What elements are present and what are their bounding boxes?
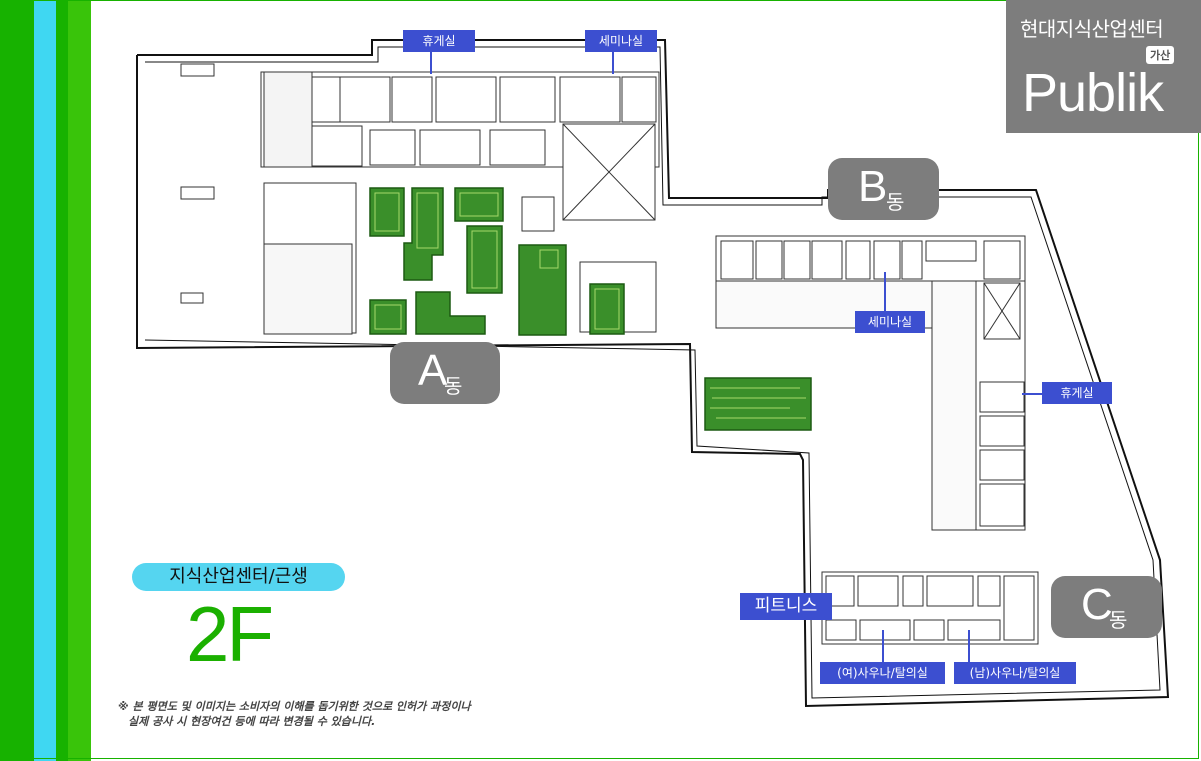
building-a-suffix: 동	[444, 374, 463, 398]
stripe-cyan	[34, 0, 56, 761]
leader-c-male-sauna	[968, 630, 970, 662]
disclaimer-line-1: ※ 본 평면도 및 이미지는 소비자의 이해를 돕기위한 것으로 인허가 과정이…	[118, 700, 471, 713]
label-c-male-sauna: (남)사우나/탈의실	[954, 662, 1076, 684]
label-b-seminar: 세미나실	[855, 311, 925, 333]
label-a-lounge: 휴게실	[403, 30, 475, 52]
leader-b-seminar	[884, 272, 886, 311]
garden-pattern	[374, 192, 620, 330]
building-b-plan	[715, 235, 1026, 531]
leader-b-lounge	[1022, 393, 1042, 395]
brand-box	[1006, 0, 1201, 133]
label-c-female-sauna: (여)사우나/탈의실	[820, 662, 945, 684]
building-b-badge: B 동	[828, 158, 939, 220]
brand-logo: Publik	[1022, 63, 1164, 123]
building-c-letter: C	[1081, 580, 1113, 629]
parking-icons	[180, 63, 215, 304]
middle-garden	[704, 377, 812, 431]
stripe-lime	[68, 0, 91, 761]
leader-a-seminar	[612, 52, 614, 74]
usage-label: 지식산업센터/근생	[132, 563, 345, 591]
label-b-lounge: 휴게실	[1042, 382, 1112, 404]
building-b-letter: B	[858, 162, 888, 211]
brand-title: 현대지식산업센터	[1020, 17, 1164, 41]
label-c-fitness: 피트니스	[740, 593, 832, 620]
disclaimer-line-2: 실제 공사 시 현장여건 등에 따라 변경될 수 있습니다.	[128, 715, 376, 728]
building-c-suffix: 동	[1109, 608, 1128, 632]
stripe-green-1	[0, 0, 34, 761]
building-a-plan	[260, 71, 660, 335]
disclaimer: ※ 본 평면도 및 이미지는 소비자의 이해를 돕기위한 것으로 인허가 과정이…	[118, 699, 471, 729]
building-a-letter: A	[418, 346, 448, 395]
floor-label: 2F	[186, 590, 274, 678]
leader-c-female-sauna	[882, 630, 884, 662]
brand-location-badge: 가산	[1146, 46, 1175, 64]
building-c-badge: C 동	[1051, 576, 1162, 638]
building-a-badge: A 동	[390, 342, 500, 404]
leader-a-lounge	[430, 52, 432, 74]
building-c-plan	[821, 571, 1039, 645]
stripe-green-2	[56, 0, 68, 761]
building-b-suffix: 동	[886, 190, 905, 214]
label-a-seminar: 세미나실	[585, 30, 657, 52]
